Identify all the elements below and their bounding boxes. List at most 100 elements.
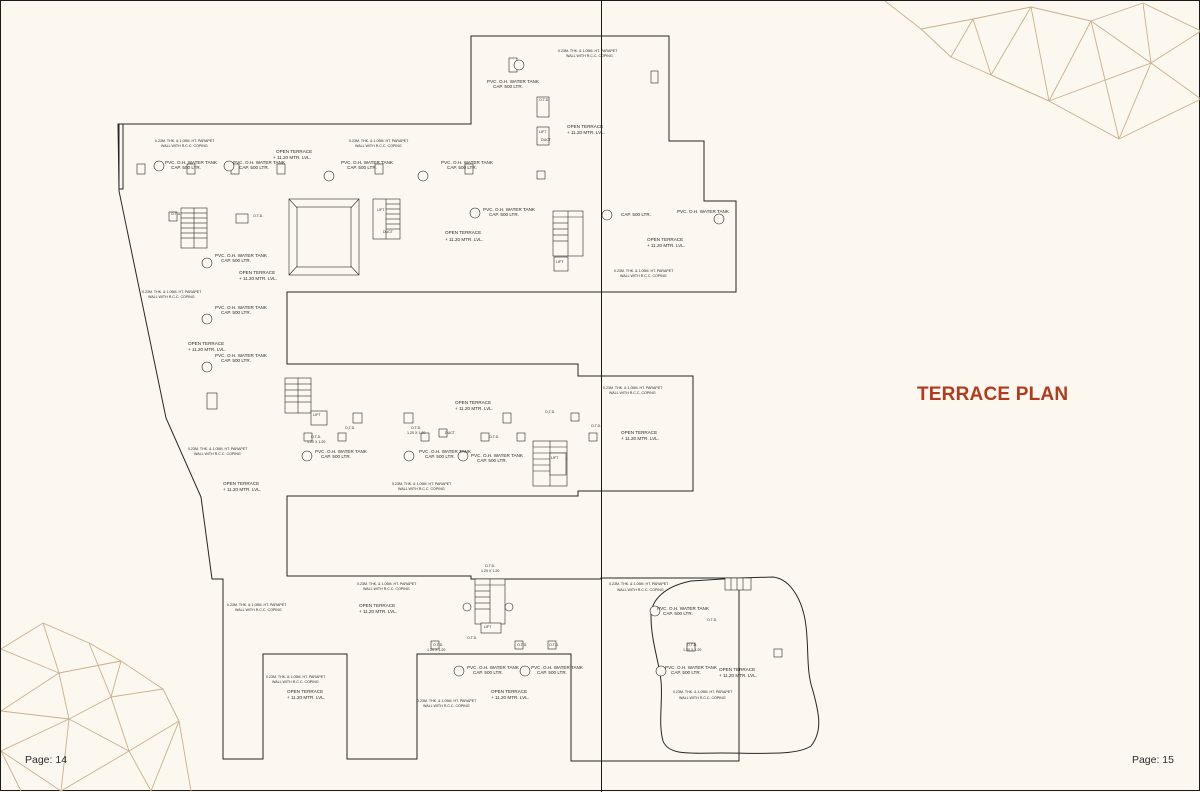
geometric-decoration-top-right [884,1,1200,140]
svg-text:DUCT: DUCT [541,138,552,142]
plan-label-open-terrace: OPEN TERRACE [276,149,312,154]
svg-text:O.T.D.: O.T.D. [549,643,559,647]
svg-text:+ 11.20 MTR. LVL.: + 11.20 MTR. LVL. [621,436,659,441]
tank-box [235,213,249,224]
svg-text:CAP. 500 LTR.: CAP. 500 LTR. [221,310,251,315]
svg-text:0.23M. THK. & 1.05M. HT. PARAP: 0.23M. THK. & 1.05M. HT. PARAPET [357,582,417,586]
svg-text:CAP. 500 LTR.: CAP. 500 LTR. [477,458,507,463]
svg-text:OPEN TERRACE: OPEN TERRACE [567,124,603,129]
svg-text:0.23M. THK. & 1.05M. HT. PARAP: 0.23M. THK. & 1.05M. HT. PARAPET [142,290,202,294]
svg-text:PVC. O.H. WATER TANK: PVC. O.H. WATER TANK [665,665,718,670]
water-tank-1 [153,160,165,172]
svg-text:LIFT: LIFT [551,456,559,460]
lift-box-1 [553,256,569,272]
svg-text:O.T.D.: O.T.D. [485,564,495,568]
water-tank-16 [519,665,531,677]
lift-box-3 [549,452,567,476]
plan-label-otd: O.T.D. [171,212,181,216]
plan-label-parapet: 0.23M. THK. & 1.05M. HT. PARAPET [155,139,215,143]
svg-text:1.20 X 1.20: 1.20 X 1.20 [407,431,425,435]
svg-text:PVC. O.H. WATER TANK: PVC. O.H. WATER TANK [483,207,536,212]
svg-text:CAP. 500 LTR.: CAP. 500 LTR. [221,258,251,263]
svg-text:WALL WITH R.C.C. COPING: WALL WITH R.C.C. COPING [161,144,208,148]
svg-text:+ 11.20 MTR. LVL.: + 11.20 MTR. LVL. [239,276,277,281]
svg-text:PVC. O.H. WATER TANK: PVC. O.H. WATER TANK [531,665,584,670]
svg-text:CAP. 500 LTR.: CAP. 500 LTR. [621,212,651,217]
svg-text:O.T.D.: O.T.D. [433,643,443,647]
inner-notch-top [118,123,124,190]
svg-text:PVC. O.H. WATER TANK: PVC. O.H. WATER TANK [419,449,472,454]
svg-text:PVC. O.H. WATER TANK: PVC. O.H. WATER TANK [215,353,268,358]
svg-text:CAP. 500 LTR.: CAP. 500 LTR. [347,165,377,170]
svg-text:DUCT: DUCT [445,431,456,435]
svg-text:PVC. O.H. WATER TANK: PVC. O.H. WATER TANK [487,79,540,84]
svg-text:WALL WITH R.C.C. COPING: WALL WITH R.C.C. COPING [363,587,410,591]
geometric-decoration-bottom-left [1,622,192,792]
svg-text:OPEN TERRACE: OPEN TERRACE [621,430,657,435]
svg-text:+ 11.20 MTR. LVL.: + 11.20 MTR. LVL. [719,673,757,678]
svg-text:0.23M. THK. & 1.05M. HT. PARAP: 0.23M. THK. & 1.05M. HT. PARAPET [392,482,452,486]
svg-text:OPEN TERRACE: OPEN TERRACE [491,689,527,694]
plan-label-lift-size: 1.20 X 1.20 [427,648,445,652]
svg-text:PVC. O.H. WATER TANK: PVC. O.H. WATER TANK [341,160,394,165]
svg-text:PVC. O.H. WATER TANK: PVC. O.H. WATER TANK [677,209,730,214]
svg-text:PVC. O.H. WATER TANK: PVC. O.H. WATER TANK [233,160,286,165]
water-tank-2 [223,160,235,172]
svg-text:0.23M. THK. & 1.05M. HT. PARAP: 0.23M. THK. & 1.05M. HT. PARAPET [614,269,674,273]
svg-text:OPEN TERRACE: OPEN TERRACE [647,237,683,242]
svg-text:CAP. 500 LTR.: CAP. 500 LTR. [473,670,503,675]
svg-text:CAP. 500 LTR.: CAP. 500 LTR. [537,670,567,675]
svg-text:WALL WITH R.C.C. COPING: WALL WITH R.C.C. COPING [423,704,470,708]
svg-text:WALL WITH R.C.C. COPING: WALL WITH R.C.C. COPING [566,54,613,58]
svg-text:WALL WITH R.C.C. COPING: WALL WITH R.C.C. COPING [609,391,656,395]
svg-text:CAP. 500 LTR.: CAP. 500 LTR. [321,454,351,459]
page-number-right: Page: 15 [1131,754,1174,766]
plan-label-duct: DUCT [383,230,394,234]
svg-text:O.T.D.: O.T.D. [311,435,321,439]
water-tank-15 [453,665,465,677]
svg-text:OPEN TERRACE: OPEN TERRACE [455,400,491,405]
svg-text:LIFT: LIFT [484,625,492,629]
svg-text:LIFT: LIFT [377,208,385,212]
otd-box [168,211,178,222]
water-tank-18 [649,605,661,617]
left-page [1,1,601,792]
svg-text:0.23M. THK. & 1.05M. HT. PARAP: 0.23M. THK. & 1.05M. HT. PARAPET [603,386,663,390]
svg-text:0.23M. THK. & 1.05M. HT. PARAP: 0.23M. THK. & 1.05M. HT. PARAPET [417,699,477,703]
svg-text:CAP. 500 LTR.: CAP. 500 LTR. [239,165,269,170]
center-fold-line [601,1,602,792]
svg-text:CAP. 500 LTR.: CAP. 500 LTR. [493,84,523,89]
svg-text:O.T.D.: O.T.D. [707,618,717,622]
water-tank-13 [403,450,415,462]
svg-text:OPEN TERRACE: OPEN TERRACE [239,270,275,275]
svg-text:WALL WITH R.C.C. COPING: WALL WITH R.C.C. COPING [272,680,319,684]
curved-garden-outline [650,576,820,754]
svg-text:OPEN TERRACE: OPEN TERRACE [223,481,259,486]
water-tank-3 [323,170,335,182]
svg-text:PVC. O.H. WATER TANK: PVC. O.H. WATER TANK [215,305,268,310]
svg-text:+ 11.20 MTR. LVL.: + 11.20 MTR. LVL. [567,130,605,135]
svg-text:1.20 X 1.20: 1.20 X 1.20 [307,440,325,444]
water-tank-11 [201,361,213,373]
svg-text:O.T.D.: O.T.D. [591,424,601,428]
water-tank-6 [469,207,481,219]
water-tank-12 [301,450,313,462]
svg-text:0.23M. THK. & 1.05M. HT. PARAP: 0.23M. THK. & 1.05M. HT. PARAPET [188,447,248,451]
svg-text:PVC. O.H. WATER TANK: PVC. O.H. WATER TANK [467,665,520,670]
svg-text:+ 11.20 MTR. LVL.: + 11.20 MTR. LVL. [359,609,397,614]
water-tank-10 [201,313,213,325]
svg-text:+ 11.20 MTR. LVL.: + 11.20 MTR. LVL. [188,347,226,352]
svg-text:O.T.D.: O.T.D. [467,636,477,640]
water-tank-14 [457,450,469,462]
svg-text:OPEN TERRACE: OPEN TERRACE [287,689,323,694]
svg-text:WALL WITH R.C.C. COPING: WALL WITH R.C.C. COPING [620,274,667,278]
svg-text:PVC. O.H. WATER TANK: PVC. O.H. WATER TANK [471,453,524,458]
svg-text:OPEN TERRACE: OPEN TERRACE [188,341,224,346]
svg-text:O.T.D.: O.T.D. [411,426,421,430]
svg-text:OPEN TERRACE: OPEN TERRACE [445,230,481,235]
svg-text:O.T.D.: O.T.D. [489,435,499,439]
svg-text:+ 11.20 MTR. LVL.: + 11.20 MTR. LVL. [223,487,261,492]
svg-text:0.23M. THK. & 1.05M. HT. PARAP: 0.23M. THK. & 1.05M. HT. PARAPET [227,603,287,607]
